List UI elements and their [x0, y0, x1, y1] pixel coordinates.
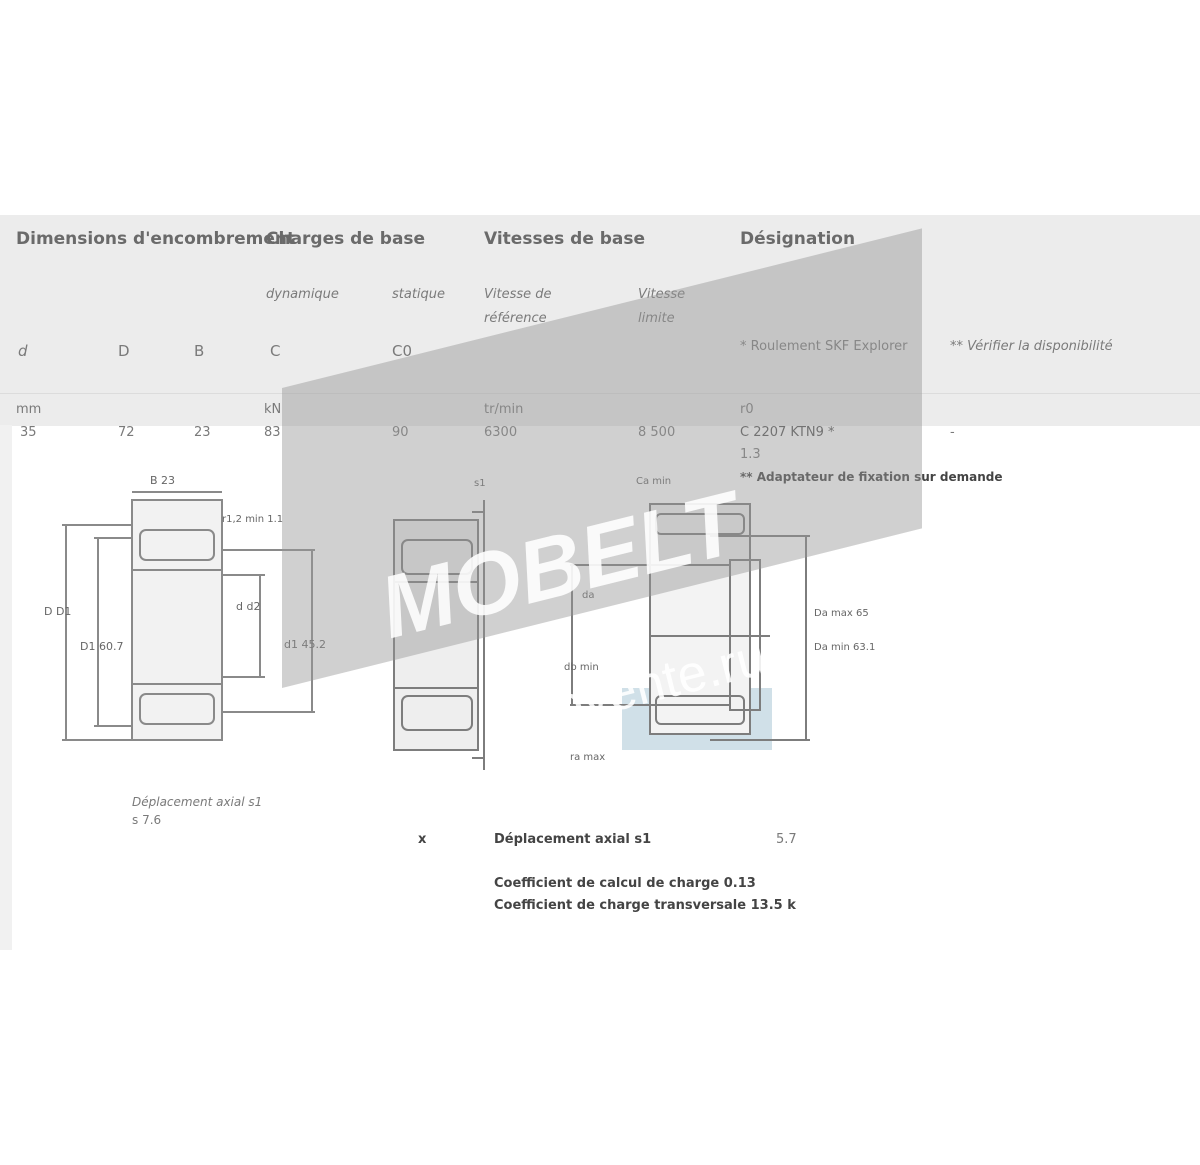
unit-mm: mm	[16, 402, 42, 417]
extra-line-2: ** Adaptateur de fixation sur demande	[740, 470, 1003, 484]
fig3-top: Ca min	[636, 476, 671, 487]
product-data-sheet: Dimensions d'encombrement Charges de bas…	[0, 215, 1200, 950]
cell-ref-speed: 6300	[484, 425, 518, 440]
cell-designation[interactable]: C 2207 KTN9 *	[740, 425, 835, 440]
table-header: Dimensions d'encombrement Charges de bas…	[0, 215, 1200, 393]
fig1-left2: D1 60.7	[80, 640, 123, 653]
subheader-dynamic: dynamique	[266, 287, 339, 302]
note-explorer: * Roulement SKF Explorer	[740, 339, 908, 354]
fig1-top-dim: B 23	[150, 474, 175, 487]
left-margin-bar	[0, 425, 12, 950]
unit-kn: kN	[264, 402, 282, 417]
unit-other: r0	[740, 402, 754, 417]
header-dimensions: Dimensions d'encombrement	[16, 229, 296, 249]
col-D: D	[118, 342, 130, 360]
fig1-mid: d d2	[236, 600, 260, 613]
subheader-limit-speed: Vitesse limite	[638, 287, 686, 326]
bearing-mounting-drawing: Ca min da Da max 65 Da min 63.1 ra max d…	[564, 476, 875, 763]
fig3-da-min: Da min 63.1	[814, 642, 875, 653]
cell-C0: 90	[392, 425, 409, 440]
header-designation: Désignation	[740, 229, 856, 249]
bearing-section-drawing: B 23 r1,2 min 1.1 D D1 D1 60.7 d d2 d1 4…	[44, 474, 326, 741]
footer-marker: x	[418, 832, 427, 847]
col-C0: C0	[392, 342, 413, 360]
cell-C: 83	[264, 425, 281, 440]
col-C: C	[270, 342, 281, 360]
fig2-top: s1	[474, 478, 486, 489]
footer-axial-value: 5.7	[776, 832, 797, 847]
fig1-caption-2: s 7.6	[132, 813, 162, 827]
note-availability: ** Vérifier la disponibilité	[950, 339, 1113, 354]
cell-B: 23	[194, 425, 211, 440]
cell-designation-extra: -	[950, 425, 955, 440]
footer-axial: Déplacement axial s1	[494, 832, 652, 847]
units-row: mm kN tr/min r0	[0, 393, 1200, 426]
fig1-left: D D1	[44, 605, 71, 618]
fig1-caption-1: Déplacement axial s1	[132, 795, 263, 809]
footer-calc-1: Coefficient de calcul de charge 0.13	[494, 876, 756, 891]
fig1-right: d1 45.2	[284, 638, 326, 651]
col-B: B	[194, 342, 205, 360]
subheader-ref-speed: Vitesse de référence	[484, 287, 552, 326]
cell-limit-speed: 8 500	[638, 425, 676, 440]
col-d: d	[18, 342, 28, 360]
subheader-static: statique	[392, 287, 446, 302]
unit-rpm: tr/min	[484, 402, 524, 417]
footer-calc-2: Coefficient de charge transversale 13.5 …	[494, 898, 796, 913]
cell-D: 72	[118, 425, 135, 440]
extra-line-1: 1.3	[740, 447, 761, 462]
fig3-db: db min	[564, 662, 599, 673]
fig3-da: da	[582, 590, 594, 601]
fig3-da-max: Da max 65	[814, 608, 869, 619]
cell-d: 35	[20, 425, 37, 440]
header-charges: Charges de base	[266, 229, 426, 249]
header-vitesses: Vitesses de base	[484, 229, 646, 249]
fig3-ra: ra max	[570, 752, 605, 763]
bearing-axial-drawing: s1	[393, 478, 486, 770]
fig1-tr: r1,2 min 1.1	[222, 514, 283, 525]
